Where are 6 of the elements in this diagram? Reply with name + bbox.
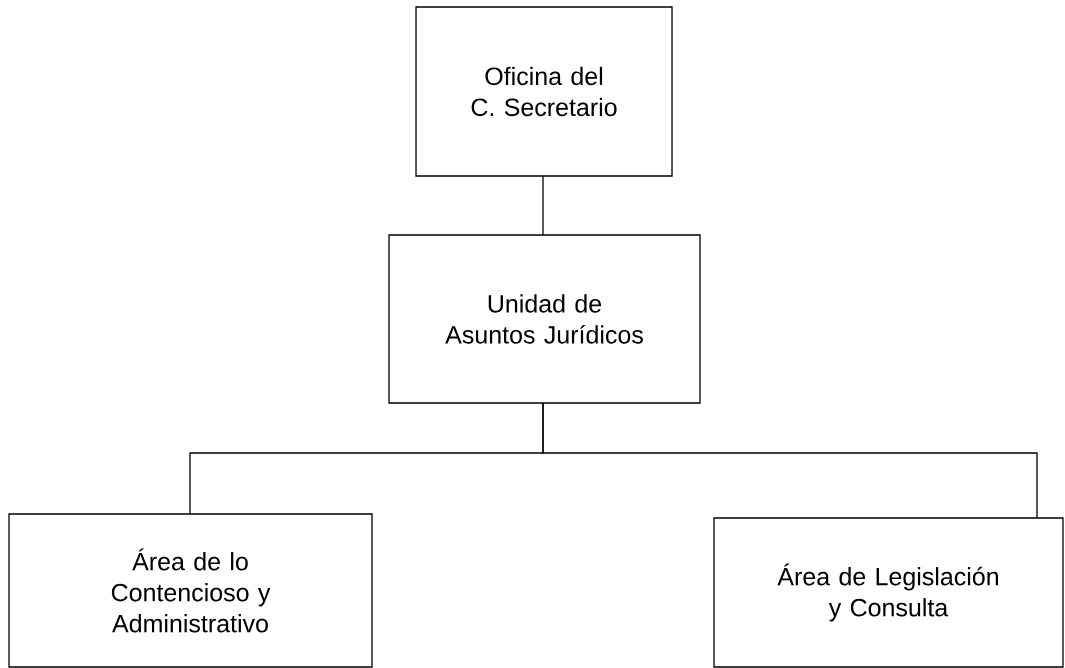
org-box: Unidad de Asuntos Jurídicos — [388, 234, 701, 404]
org-box: Oficina del C. Secretario — [415, 6, 673, 177]
connector-line — [542, 402, 1038, 519]
connector-line — [542, 175, 544, 236]
org-box: Área de lo Contencioso y Administrativo — [8, 513, 373, 668]
org-box: Área de Legislación y Consulta — [713, 517, 1064, 668]
